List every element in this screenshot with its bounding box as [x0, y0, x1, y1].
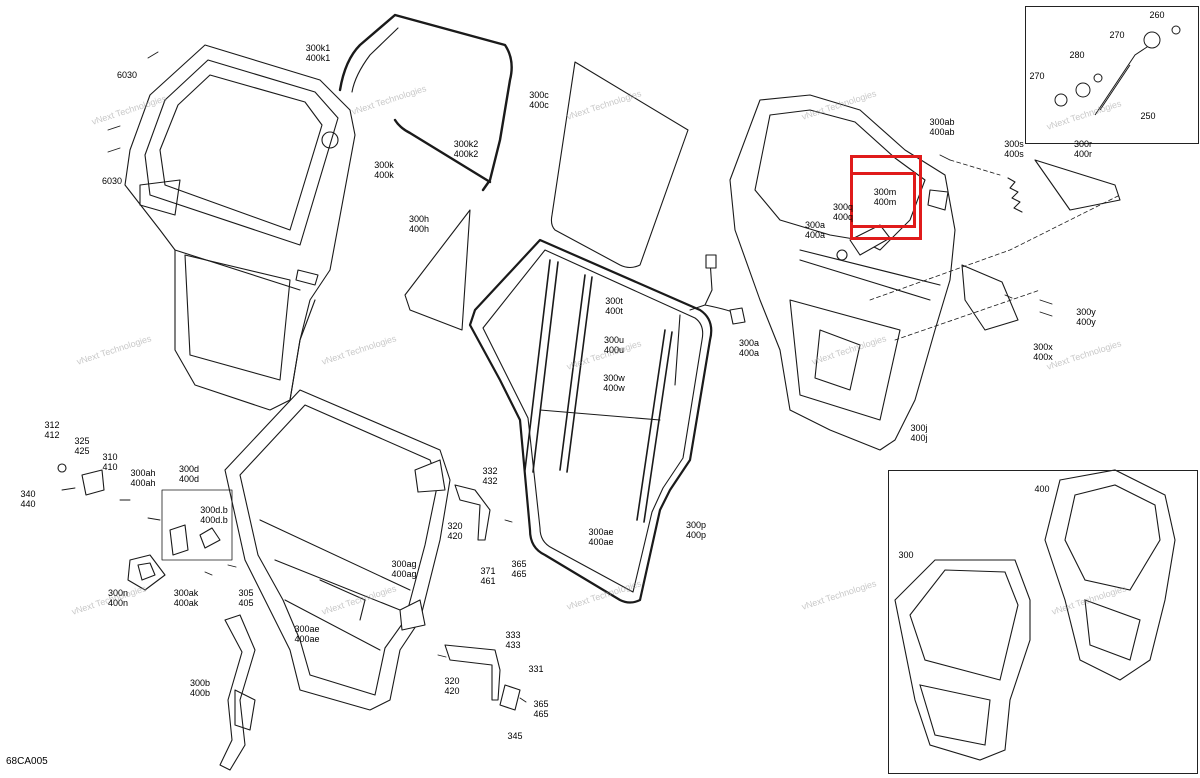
part-label-300c: 300c 400c	[529, 90, 549, 110]
part-label-331: 331	[528, 664, 544, 674]
part-label-300a: 300a 400a	[804, 220, 826, 240]
part-label-345: 345	[507, 731, 523, 741]
triangle-glass-300h	[404, 209, 471, 331]
channel-300w	[636, 329, 673, 523]
part-label-300j: 300j 400j	[910, 423, 928, 443]
part-label-6030: 6030	[101, 176, 123, 186]
part-label-300t: 300t 400t	[605, 296, 623, 316]
part-label-320: 320 420	[447, 521, 463, 541]
part-label-332: 332 432	[482, 466, 498, 486]
part-label-300k1: 300k1 400k1	[305, 43, 331, 63]
part-label-300ag: 300ag 400ag	[391, 559, 417, 579]
inset-handle-detail	[1054, 25, 1181, 116]
part-label-365: 365 465	[533, 699, 549, 719]
inset-frame-bottom-right	[888, 470, 1198, 774]
part-label-333: 333 433	[505, 630, 521, 650]
diagram-code: 68CA005	[6, 756, 48, 767]
part-label-300b: 300b 400b	[189, 678, 211, 698]
part-label-250: 250	[1140, 111, 1156, 121]
bracket-300r	[1034, 159, 1121, 211]
part-label-300n: 300n 400n	[107, 588, 129, 608]
door-seal-300p	[468, 238, 713, 604]
part-label-300ak: 300ak 400ak	[173, 588, 199, 608]
part-label-300y: 300y 400y	[1076, 307, 1096, 327]
part-label-300s: 300s 400s	[1004, 139, 1024, 159]
part-label-6030: 6030	[116, 70, 138, 80]
part-label-300db: 300d.b 400d.b	[200, 505, 228, 525]
part-label-340: 340 440	[20, 489, 36, 509]
part-label-365: 365 465	[511, 559, 527, 579]
spring-300s	[1007, 177, 1023, 213]
cover-300x	[961, 264, 1019, 331]
part-label-260: 260	[1149, 10, 1165, 20]
part-label-300q: 300q 400q	[832, 202, 854, 222]
part-label-270: 270	[1109, 30, 1125, 40]
seal-300k2	[393, 118, 492, 184]
bracket-332	[454, 484, 491, 541]
handle-300n	[127, 554, 166, 591]
part-label-300a: 300a 400a	[738, 338, 760, 358]
part-label-300d: 300d 400d	[178, 464, 200, 484]
channel-300u	[559, 274, 593, 473]
window-glass-300c	[550, 61, 689, 269]
bracket-333	[444, 644, 501, 701]
part-label-300ae: 300ae 400ae	[588, 527, 614, 547]
regulator-300b	[219, 614, 256, 771]
inset-assembled-doors	[894, 469, 1176, 761]
part-label-300: 300	[898, 550, 914, 560]
seal-300k1	[338, 13, 513, 192]
channel-300t	[524, 259, 559, 473]
part-label-371: 371 461	[480, 566, 496, 586]
part-label-300w: 300w 400w	[603, 373, 625, 393]
part-label-300ae: 300ae 400ae	[294, 624, 320, 644]
part-label-325: 325 425	[74, 436, 90, 456]
part-label-270: 270	[1029, 71, 1045, 81]
door-frame	[224, 389, 451, 711]
part-label-310: 310 410	[102, 452, 118, 472]
right-door-inner-panel	[729, 94, 956, 451]
part-label-300ah: 300ah 400ah	[130, 468, 156, 488]
part-label-312: 312 412	[44, 420, 60, 440]
part-label-300p: 300p 400p	[685, 520, 707, 540]
part-label-300h: 300h 400h	[408, 214, 430, 234]
part-label-300m: 300m 400m	[873, 187, 897, 207]
part-label-300x: 300x 400x	[1033, 342, 1053, 362]
highlight-box-inner	[850, 172, 916, 228]
part-label-320: 320 420	[444, 676, 460, 696]
part-label-305: 305 405	[238, 588, 254, 608]
part-label-300u: 300u 400u	[603, 335, 625, 355]
part-label-300r: 300r 400r	[1073, 139, 1093, 159]
part-label-280: 280	[1069, 50, 1085, 60]
part-label-300k: 300k 400k	[374, 160, 394, 180]
handle-box-300d	[161, 489, 233, 561]
part-label-300ab: 300ab 400ab	[929, 117, 955, 137]
part-label-300k2: 300k2 400k2	[453, 139, 479, 159]
inset-frame-top-right	[1025, 6, 1199, 144]
part-label-400: 400	[1034, 484, 1050, 494]
